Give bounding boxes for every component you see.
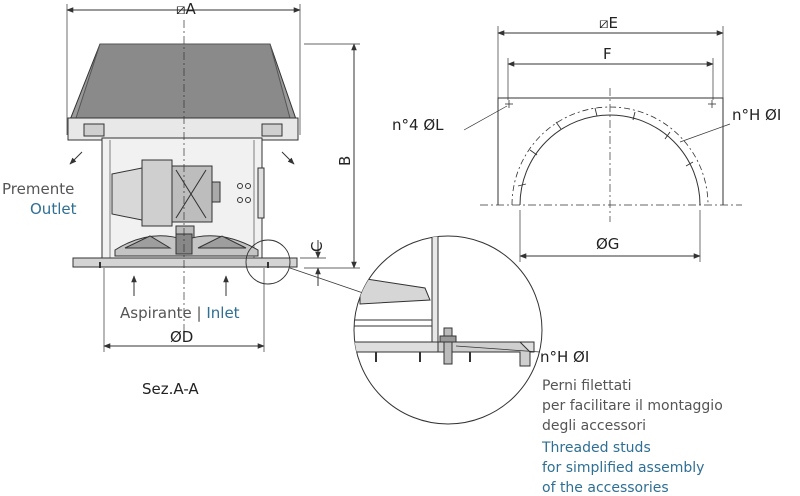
holes-left-label: n°4 ØL xyxy=(392,116,444,134)
note-en-line-2: for simplified assembly xyxy=(542,460,704,476)
note-it-line-3: degli accessori xyxy=(542,418,646,434)
impeller xyxy=(114,233,259,257)
fan-section-view xyxy=(66,4,367,352)
section-label: Sez.A-A xyxy=(142,380,199,398)
dimension-d-label: ØD xyxy=(170,328,193,346)
holes-right-leader xyxy=(679,123,731,143)
dimension-c-label: C xyxy=(308,242,326,252)
dimension-b-label: B xyxy=(336,156,354,166)
dimension-e-label: ⧄E xyxy=(599,14,618,32)
dimension-a-label: ⧄A xyxy=(176,0,197,18)
threaded-stud xyxy=(443,327,453,365)
outlet-label-english: Outlet xyxy=(30,200,77,218)
note-en-line-3: of the accessories xyxy=(542,480,669,496)
note-it-line-2: per facilitare il montaggio xyxy=(542,398,723,414)
dimension-f-label: F xyxy=(603,45,612,63)
inlet-label-separator: | xyxy=(192,304,207,322)
airflow-arrows xyxy=(69,151,295,296)
outlet-arrow-right xyxy=(281,151,295,165)
holes-detail-label: n°H ØI xyxy=(540,348,589,366)
motor xyxy=(111,159,221,239)
inlet-label-english: Inlet xyxy=(206,304,239,322)
base-plan-view xyxy=(463,26,742,262)
outlet-arrow-left xyxy=(69,151,83,165)
note-en-line-1: Threaded studs xyxy=(541,440,651,456)
base-plate-outline xyxy=(497,97,724,205)
dimension-g-label: ØG xyxy=(596,235,619,253)
holes-right-label: n°H ØI xyxy=(732,106,781,124)
corner-holes xyxy=(505,100,716,108)
bolt-circle xyxy=(511,106,709,206)
bolt-circle-ticks xyxy=(517,107,694,187)
inlet-label-italian: Aspirante xyxy=(120,304,192,322)
accessory-note: Perni filettati per facilitare il montag… xyxy=(541,378,723,496)
holes-left-leader xyxy=(463,105,508,131)
detail-view xyxy=(353,235,543,425)
outlet-label-italian: Premente xyxy=(2,180,74,198)
base-plate xyxy=(72,257,298,268)
inlet-label: Aspirante | Inlet xyxy=(120,304,240,322)
note-it-line-1: Perni filettati xyxy=(542,378,632,394)
detail-callout-circle xyxy=(245,239,291,285)
